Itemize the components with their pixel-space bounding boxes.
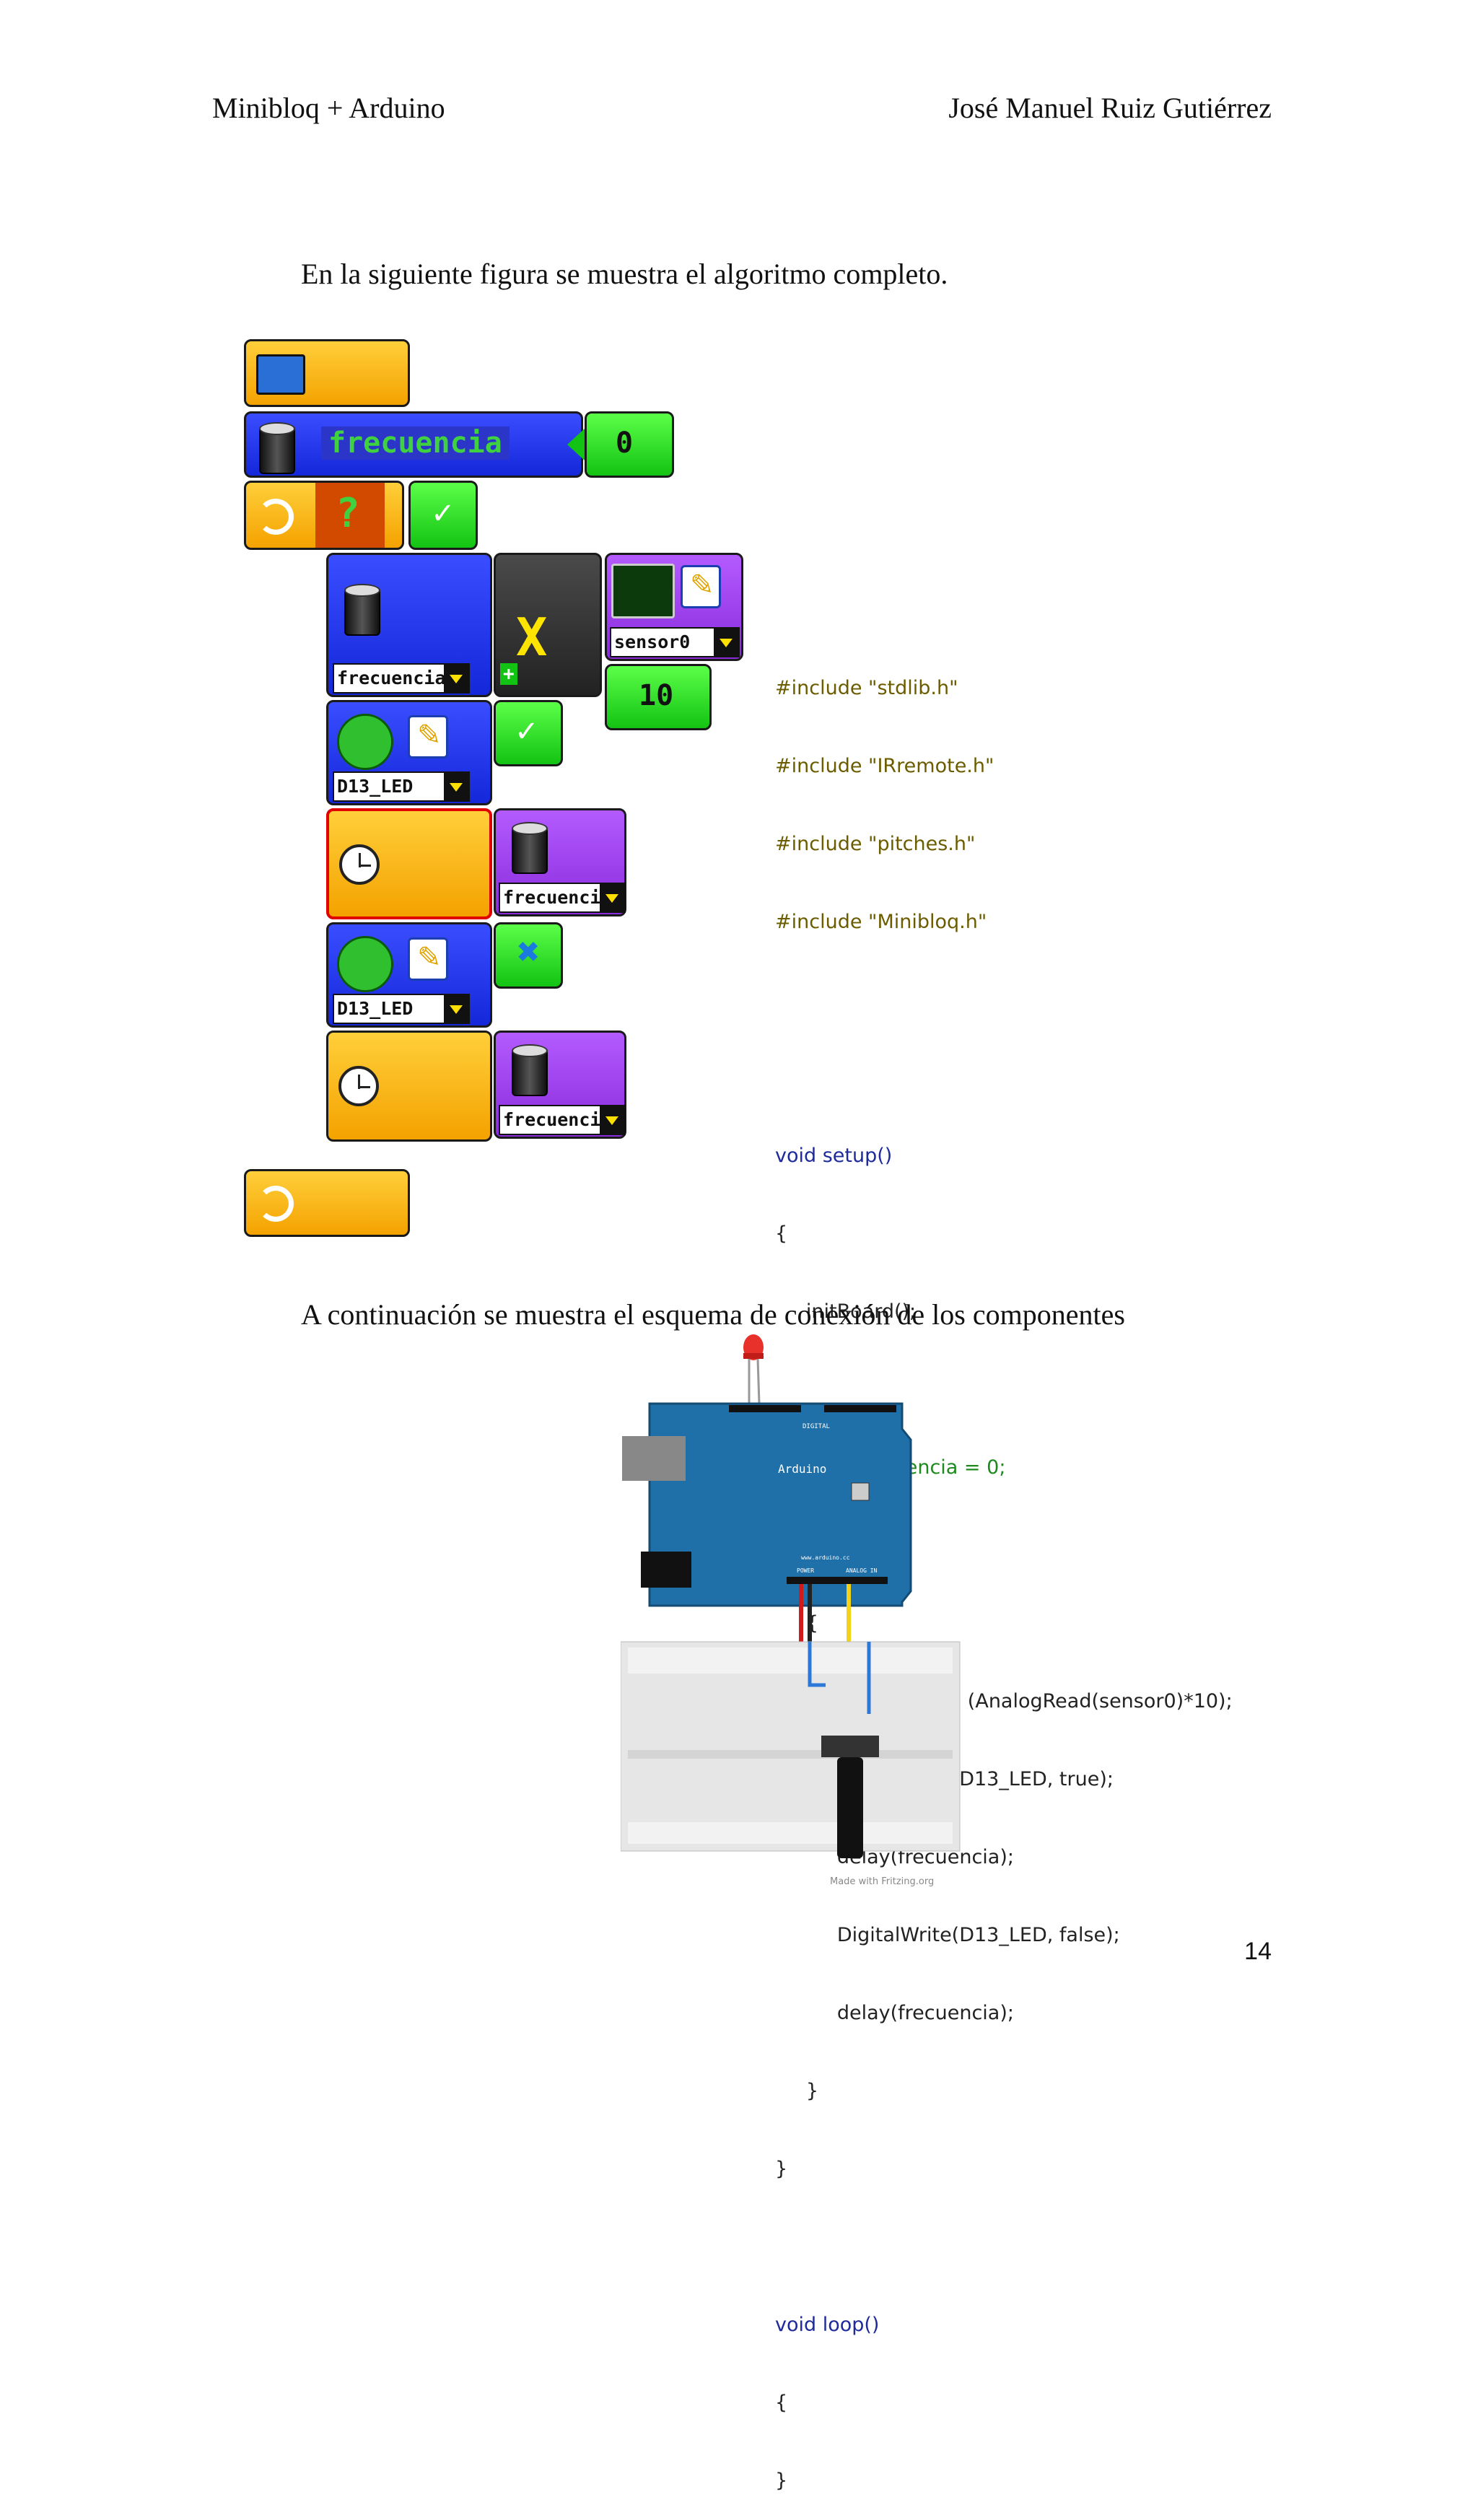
site-label: www.arduino.cc [801, 1554, 850, 1561]
condition-slot: ? [315, 483, 385, 548]
variable-icon [512, 1044, 548, 1096]
wire-blue [808, 1642, 826, 1687]
digital-label: DIGITAL [803, 1423, 830, 1430]
led-combo-1[interactable]: D13_LED [333, 771, 470, 802]
true-block: ✓ [408, 481, 478, 550]
code-line: } [775, 2469, 788, 2492]
delay-variable-block-2: frecuencia [494, 1031, 626, 1139]
delay-combo-1[interactable]: frecuencia [499, 883, 626, 913]
check-icon: ✓ [431, 497, 455, 530]
potentiometer-icon [821, 1736, 879, 1858]
cross-icon: ✖ [516, 936, 541, 969]
question-mark: ? [336, 490, 360, 537]
sensor-block: sensor0 [605, 553, 743, 661]
assign-variable-combo[interactable]: frecuencia [333, 663, 470, 694]
code-line: #include "IRremote.h" [775, 755, 994, 777]
variable-name: frecuencia [321, 426, 510, 460]
oscilloscope-icon [611, 564, 675, 618]
input-arrow [567, 429, 585, 460]
code-line [775, 987, 1233, 1013]
check-icon: ✓ [515, 715, 539, 748]
code-line: void setup() [775, 1145, 893, 1167]
delay-block-1 [326, 808, 492, 919]
loop-icon [258, 1186, 294, 1222]
schematic-paragraph: A continuación se muestra el esquema de … [301, 1298, 1125, 1331]
code-line: } [775, 2158, 788, 2180]
delay-block-2 [326, 1031, 492, 1142]
variable-icon [344, 584, 380, 636]
code-line: void loop() [775, 2314, 880, 2336]
start-block [244, 339, 410, 407]
code-line: #include "pitches.h" [775, 833, 976, 855]
minibloq-diagram: frecuencia 0 ? ✓ frecuencia X + sensor0 … [244, 339, 749, 1248]
code-line: #include "stdlib.h" [775, 677, 958, 699]
code-line: DigitalWrite(D13_LED, false); [775, 1924, 1120, 1946]
digital-io-icon [337, 936, 393, 992]
clock-icon [338, 1066, 379, 1106]
sensor-combo[interactable]: sensor0 [610, 627, 740, 657]
clapperboard-icon [256, 354, 305, 395]
code-line: #include "Minibloq.h" [775, 911, 987, 933]
code-line: delay(frecuencia); [775, 2002, 1014, 2024]
pencil-icon [408, 715, 448, 758]
code-line [775, 2234, 1233, 2260]
digital-write-block-1: D13_LED [326, 700, 492, 805]
code-line: { [775, 1222, 788, 1245]
code-line: } [775, 2080, 819, 2102]
pencil-icon [681, 565, 721, 608]
clock-icon [339, 844, 380, 885]
breadboard [621, 1641, 961, 1852]
led-combo-2[interactable]: D13_LED [333, 994, 470, 1024]
multiplier-value: 10 [639, 679, 674, 712]
loop-icon [258, 499, 294, 535]
init-value: 0 [616, 426, 634, 460]
generated-code: #include "stdlib.h" #include "IRremote.h… [775, 624, 1233, 2520]
init-value-block: 0 [585, 411, 674, 478]
while-block: ? [244, 481, 404, 550]
power-label: POWER [797, 1567, 814, 1574]
add-operand-icon: + [500, 663, 517, 685]
digital-write-block-2: D13_LED [326, 922, 492, 1028]
variable-icon [259, 422, 295, 474]
fritzing-schematic: Arduino DIGITAL www.arduino.cc POWER ANA… [621, 1334, 961, 1887]
multiplier-block: 10 [605, 664, 712, 730]
multiply-block: X + [494, 553, 602, 697]
header-right: José Manuel Ruiz Gutiérrez [948, 92, 1272, 124]
code-line [775, 1065, 1233, 1091]
multiply-symbol: X [516, 607, 548, 668]
intro-paragraph: En la siguiente figura se muestra el alg… [301, 258, 948, 290]
fritzing-credit: Made with Fritzing.org [830, 1876, 934, 1887]
delay-variable-block-1: frecuencia [494, 808, 626, 916]
pencil-icon [408, 937, 448, 981]
digital-io-icon [337, 714, 393, 770]
variable-declare-block: frecuencia [244, 411, 583, 478]
true-value-block: ✓ [494, 700, 563, 766]
header-left: Minibloq + Arduino [212, 92, 445, 124]
variable-icon [512, 822, 548, 874]
arduino-board: Arduino DIGITAL www.arduino.cc POWER ANA… [622, 1402, 912, 1607]
code-line: { [775, 2392, 788, 2414]
false-value-block: ✖ [494, 922, 563, 989]
assign-block: frecuencia [326, 553, 492, 697]
page-number: 14 [1244, 1938, 1272, 1965]
analog-label: ANALOG IN [846, 1567, 878, 1574]
code-line: initBoard(); [775, 1300, 917, 1323]
delay-combo-2[interactable]: frecuencia [499, 1105, 626, 1135]
board-label: Arduino [778, 1462, 826, 1476]
led-icon [743, 1334, 764, 1404]
loop-end-block [244, 1169, 410, 1237]
